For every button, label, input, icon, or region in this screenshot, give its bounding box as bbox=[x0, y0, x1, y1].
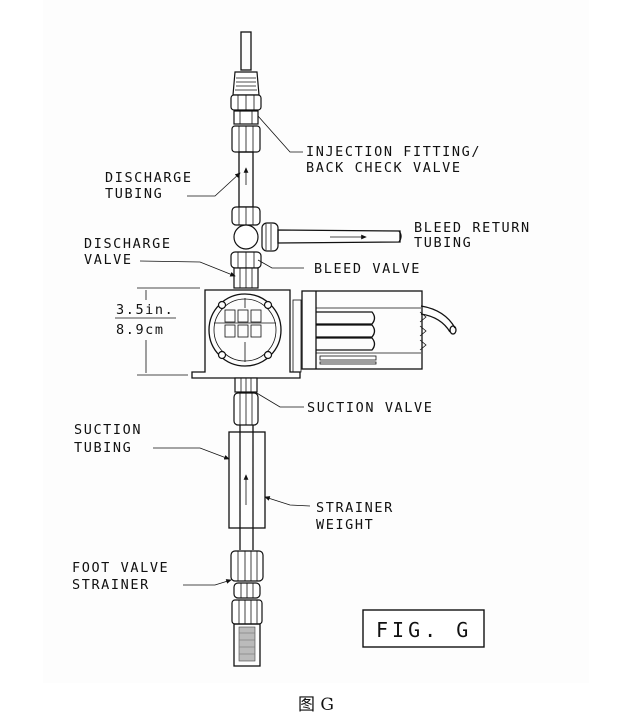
label-suction-tubing-2: TUBING bbox=[74, 440, 132, 456]
pump-installation-diagram: 3.5in. 8.9cm INJECTION FITTING/ BACK CHE… bbox=[72, 31, 531, 667]
suction-valve bbox=[233, 377, 259, 426]
discharge-valve bbox=[233, 267, 259, 289]
figure-title-box: FIG. G bbox=[362, 609, 485, 648]
dimension-inches: 3.5in. bbox=[116, 302, 174, 318]
label-discharge-valve-1: DISCHARGE bbox=[84, 236, 172, 252]
foot-valve-strainer bbox=[230, 550, 264, 667]
label-foot-valve-2: STRAINER bbox=[72, 577, 150, 593]
label-discharge-tubing-1: DISCHARGE bbox=[105, 170, 193, 186]
bleed-valve-assembly bbox=[230, 206, 402, 269]
figure-caption: 图 G bbox=[298, 695, 334, 715]
injection-fitting bbox=[230, 71, 262, 153]
dimension-centimeters: 8.9cm bbox=[116, 322, 165, 338]
discharge-tubing bbox=[238, 151, 254, 208]
label-strainer-weight-2: WEIGHT bbox=[316, 517, 374, 533]
strainer-weight bbox=[228, 431, 266, 529]
suction-tubing bbox=[239, 425, 254, 550]
label-strainer-weight-1: STRAINER bbox=[316, 500, 394, 516]
label-discharge-valve-2: VALVE bbox=[84, 252, 133, 268]
label-discharge-tubing-2: TUBING bbox=[105, 186, 163, 202]
label-bleed-return-2: TUBING bbox=[414, 235, 472, 251]
label-foot-valve-1: FOOT VALVE bbox=[72, 560, 169, 576]
label-injection-fitting: INJECTION FITTING/ bbox=[306, 144, 481, 160]
outlet-tube bbox=[240, 31, 252, 71]
height-dimension: 3.5in. 8.9cm bbox=[115, 287, 200, 376]
pump-head bbox=[191, 289, 301, 379]
leader-lines bbox=[139, 115, 311, 586]
label-suction-valve: SUCTION VALVE bbox=[307, 400, 433, 416]
label-bleed-valve: BLEED VALVE bbox=[314, 261, 421, 277]
figure-title: FIG. G bbox=[376, 618, 472, 642]
pump-motor bbox=[292, 290, 457, 373]
label-bleed-return-1: BLEED RETURN bbox=[414, 220, 531, 236]
label-suction-tubing-1: SUCTION bbox=[74, 422, 142, 438]
label-back-check-valve: BACK CHECK VALVE bbox=[306, 160, 462, 176]
